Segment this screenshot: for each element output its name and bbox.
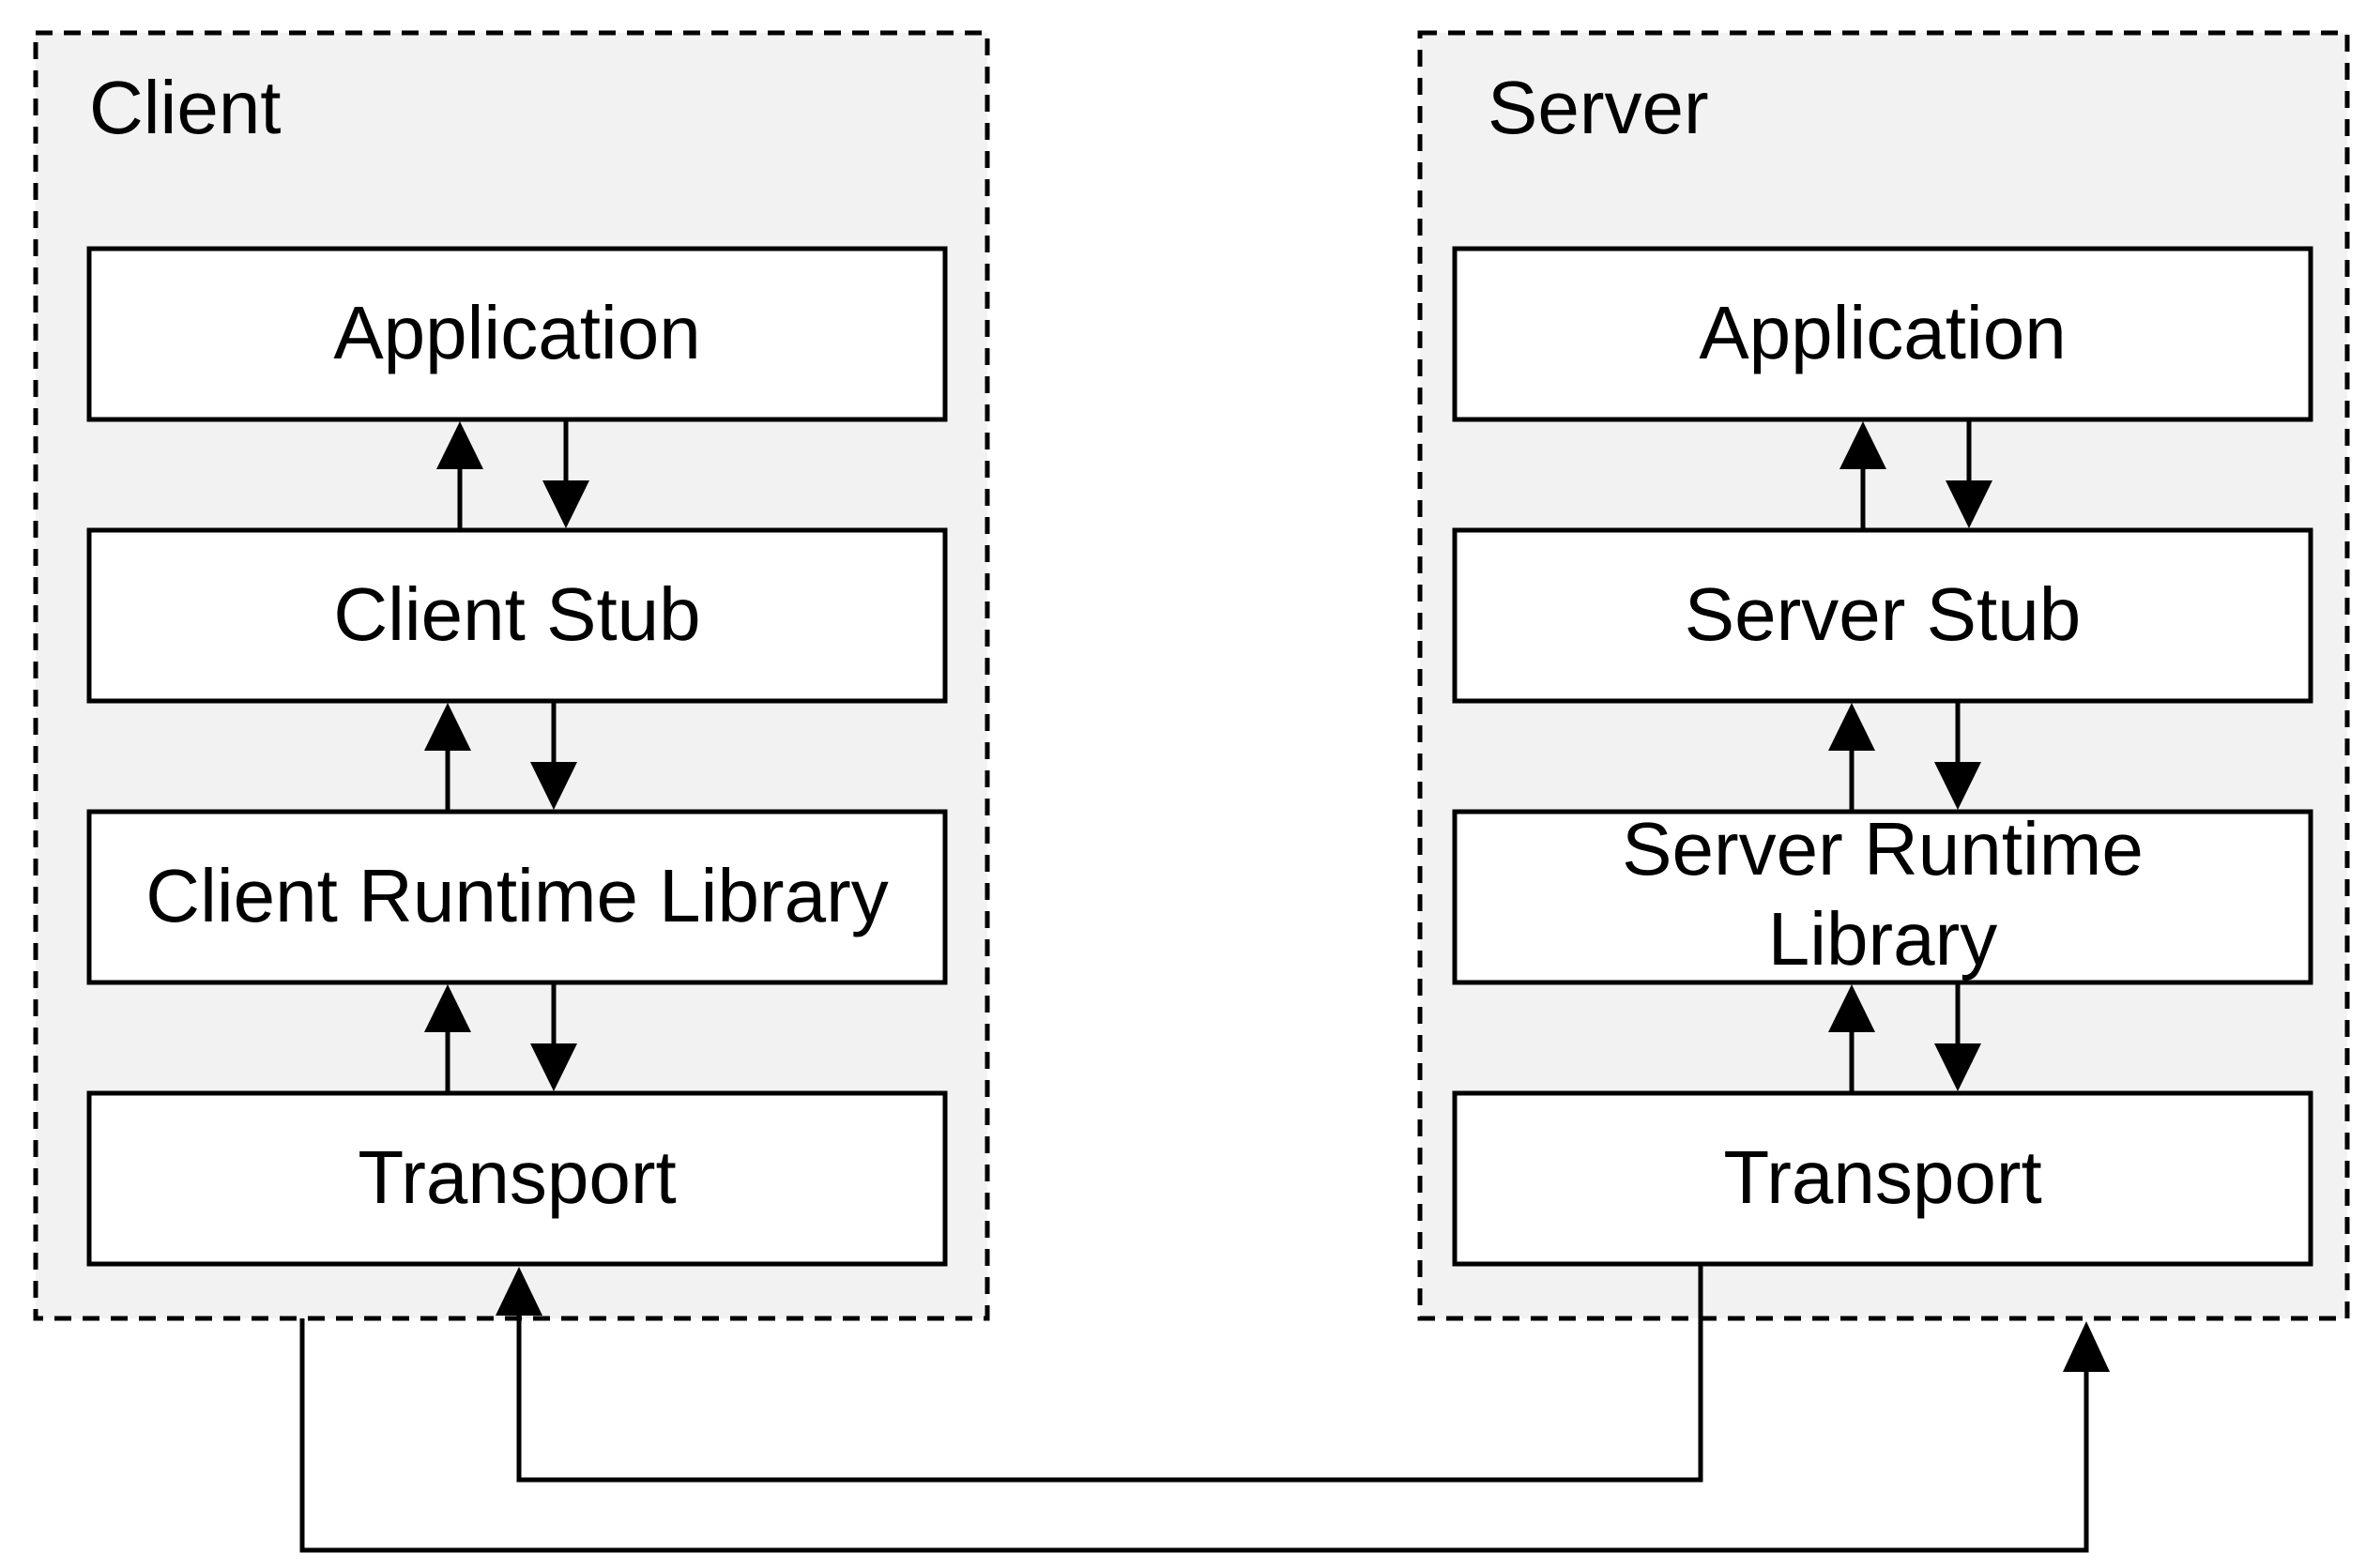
client-transport-label: Transport bbox=[358, 1135, 676, 1219]
client-to-server-network-arrowhead bbox=[2063, 1321, 2110, 1372]
server-stub-layer: Server Stub bbox=[1452, 527, 2313, 704]
client-application-label: Application bbox=[333, 291, 700, 374]
client-app-to-stub-arrowhead bbox=[542, 480, 589, 528]
client-group-title: Client bbox=[89, 66, 282, 149]
server-runtime-label-line2: Library bbox=[1768, 897, 1998, 981]
server-stub-label: Server Stub bbox=[1685, 572, 2081, 656]
server-runtime-label-line1: Server Runtime bbox=[1622, 807, 2144, 891]
server-stub-to-runtime-arrowhead bbox=[1934, 762, 1981, 810]
client-stub-label: Client Stub bbox=[333, 572, 700, 656]
client-transport-to-runtime-arrowhead bbox=[424, 984, 471, 1032]
client-application-layer: Application bbox=[86, 246, 948, 422]
server-transport-label: Transport bbox=[1723, 1135, 2041, 1219]
server-transport-to-runtime-arrowhead bbox=[1828, 984, 1875, 1032]
client-transport-layer: Transport bbox=[86, 1090, 948, 1267]
server-runtime-to-stub-arrowhead bbox=[1828, 703, 1875, 751]
client-runtime-to-stub-arrowhead bbox=[424, 703, 471, 751]
server-application-label: Application bbox=[1699, 291, 2066, 374]
client-runtime-to-transport-arrowhead bbox=[530, 1043, 577, 1091]
server-transport-layer: Transport bbox=[1452, 1090, 2313, 1267]
server-app-to-stub-arrowhead bbox=[1946, 480, 1992, 528]
server-to-client-network-link bbox=[516, 1264, 1703, 1483]
server-stub-to-app-arrowhead bbox=[1839, 421, 1886, 469]
client-runtime-label: Client Runtime Library bbox=[145, 854, 888, 937]
client-runtime-layer: Client Runtime Library bbox=[86, 809, 948, 985]
client-stub-to-app-arrowhead bbox=[436, 421, 483, 469]
server-runtime-layer: Server Runtime Library bbox=[1452, 807, 2313, 985]
server-to-client-network-arrowhead bbox=[496, 1267, 542, 1316]
server-runtime-to-transport-arrowhead bbox=[1934, 1043, 1981, 1091]
server-application-layer: Application bbox=[1452, 246, 2313, 422]
client-stub-to-runtime-arrowhead bbox=[530, 762, 577, 810]
client-stub-layer: Client Stub bbox=[86, 527, 948, 704]
client-to-server-network-link bbox=[299, 1318, 2089, 1553]
server-group-title: Server bbox=[1488, 66, 1709, 149]
